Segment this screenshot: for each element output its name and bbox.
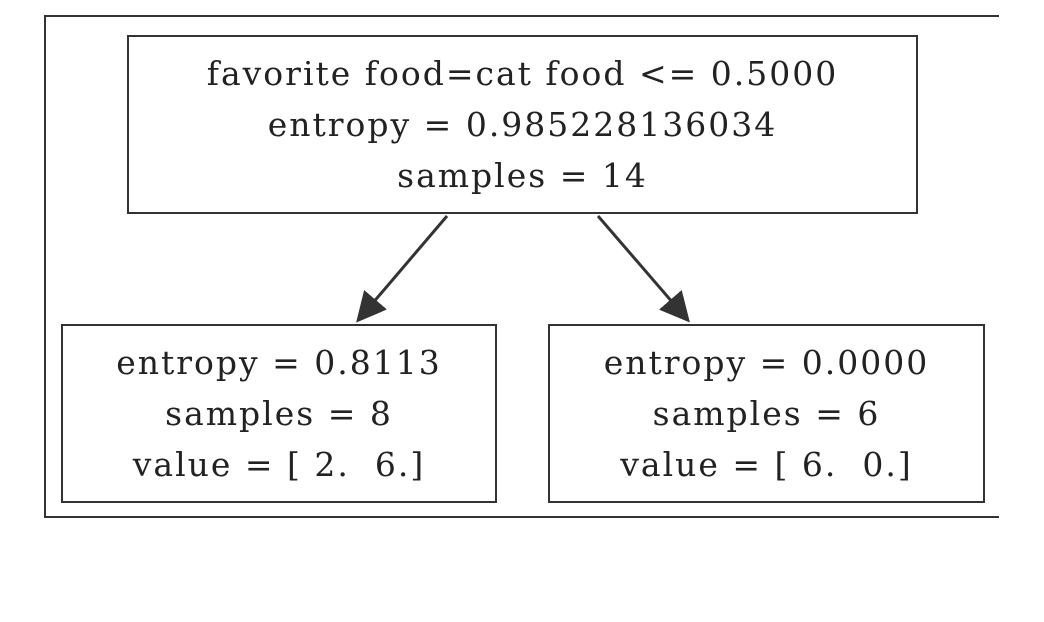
left-value: value = [ 2. 6.]: [132, 445, 426, 484]
root-entropy: entropy = 0.985228136034: [267, 105, 778, 144]
tree-node-right-leaf: entropy = 0.0000 samples = 6 value = [ 6…: [548, 324, 985, 503]
left-entropy: entropy = 0.8113: [116, 343, 442, 382]
tree-node-root: favorite food=cat food <= 0.5000 entropy…: [127, 35, 918, 214]
left-samples: samples = 8: [165, 394, 393, 433]
right-entropy: entropy = 0.0000: [603, 343, 930, 382]
edge-root-to-right: [596, 215, 690, 323]
root-split-rule: favorite food=cat food <= 0.5000: [206, 54, 839, 93]
edge-root-to-left: [356, 215, 449, 323]
root-samples: samples = 14: [397, 156, 648, 195]
tree-node-left-leaf: entropy = 0.8113 samples = 8 value = [ 2…: [61, 324, 497, 503]
right-value: value = [ 6. 0.]: [620, 445, 913, 484]
right-samples: samples = 6: [652, 394, 881, 433]
diagram-frame: [44, 15, 999, 518]
